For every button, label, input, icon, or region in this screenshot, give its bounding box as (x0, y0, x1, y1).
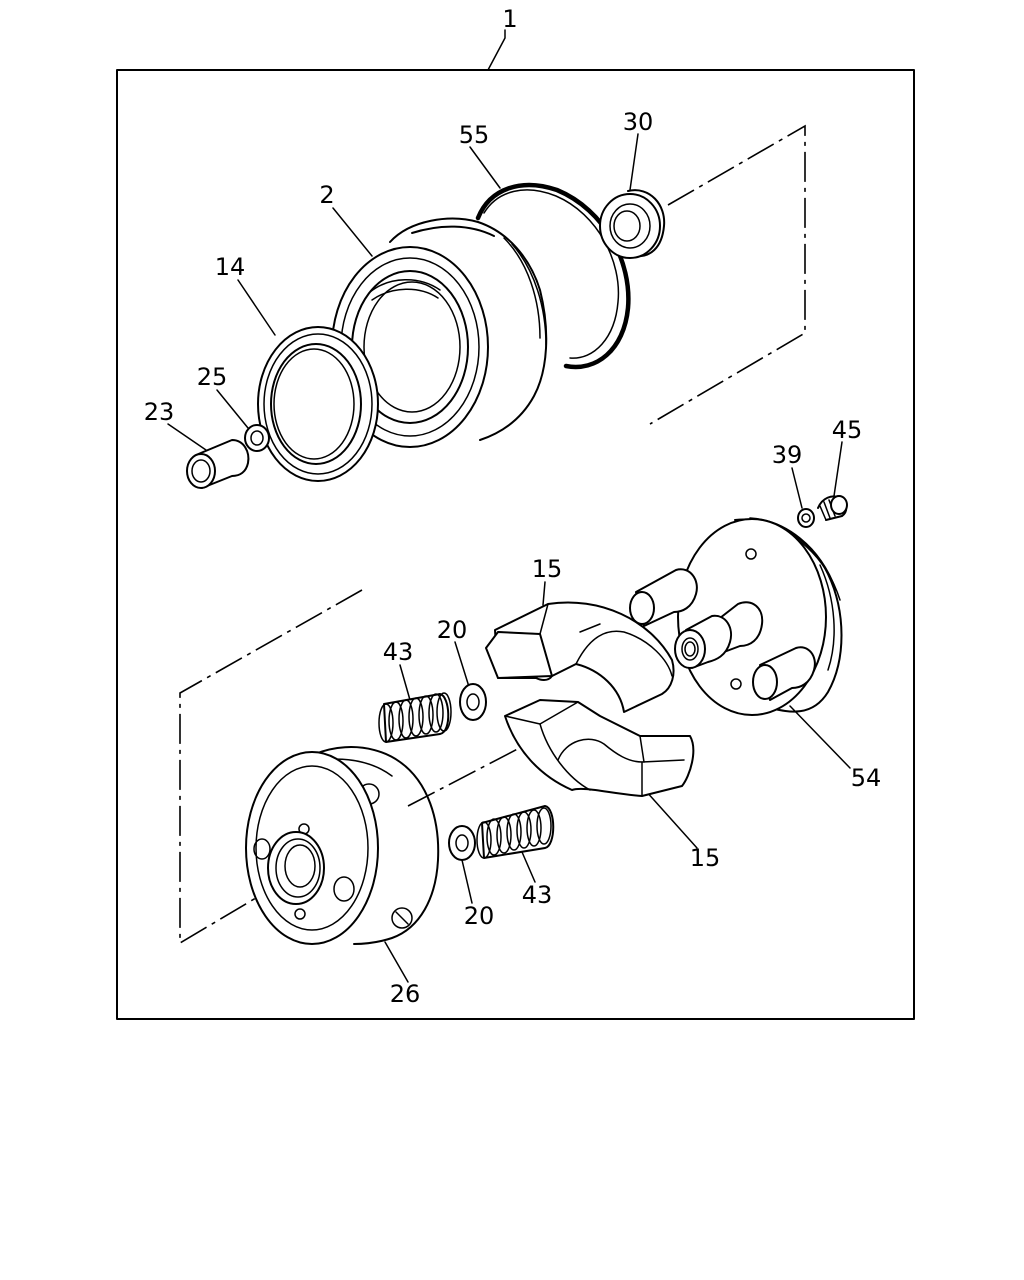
callout-45: 45 (832, 416, 863, 444)
callout-20-lower: 20 (464, 902, 495, 930)
callout-15-upper: 15 (532, 555, 563, 583)
pin-23 (186, 439, 250, 489)
callout-2: 2 (319, 181, 334, 209)
callout-43-upper: 43 (383, 638, 414, 666)
diagram-frame (116, 69, 915, 1020)
callout-1: 1 (502, 5, 517, 33)
callout-20-upper: 20 (437, 616, 468, 644)
leader-lines (167, 29, 851, 983)
callout-25: 25 (197, 363, 228, 391)
callout-39: 39 (772, 441, 803, 469)
spring-43-upper (378, 692, 452, 743)
washer-20-lower (448, 825, 476, 861)
seal-ring-14 (257, 326, 379, 482)
spring-43-lower (476, 805, 555, 859)
shoe-15-upper (485, 601, 675, 713)
washer-20-upper (459, 683, 487, 721)
bearing-30 (599, 189, 666, 259)
callout-14: 14 (215, 253, 246, 281)
callout-23: 23 (144, 398, 175, 426)
callout-55: 55 (459, 121, 490, 149)
hub-26 (245, 746, 440, 945)
small-ring-25 (244, 424, 270, 452)
callout-15-lower: 15 (690, 844, 721, 872)
small-washer-39 (797, 508, 815, 528)
shoe-15-lower (504, 699, 695, 797)
callout-26: 26 (390, 980, 421, 1008)
plate-54 (629, 517, 843, 716)
callout-43-lower: 43 (522, 881, 553, 909)
callout-30: 30 (623, 108, 654, 136)
callout-54: 54 (851, 764, 882, 792)
screw-45 (817, 495, 848, 521)
